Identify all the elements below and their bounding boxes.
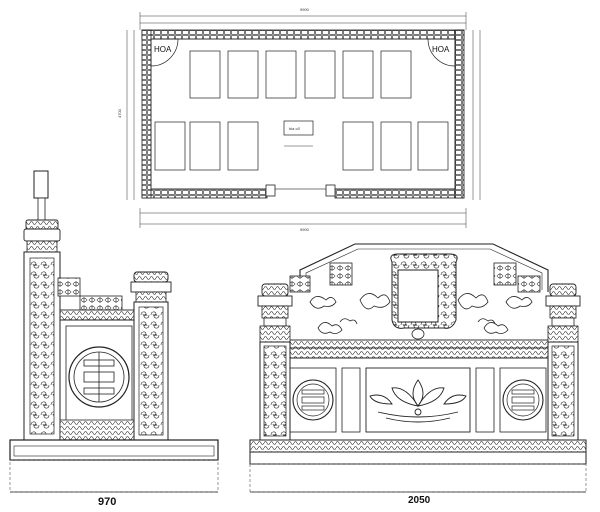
front-pillar-left (257, 283, 293, 441)
corner-label-right: HOA (432, 45, 450, 54)
central-stele (283, 120, 314, 136)
corner-planter-right (427, 38, 456, 67)
side-base (9, 439, 219, 461)
lotus-motif (369, 379, 467, 423)
grave-slots-top (189, 50, 412, 99)
front-width-label: 2050 (408, 495, 431, 506)
overall-depth-label: 4700 (117, 108, 122, 118)
corner-planter-left (150, 38, 179, 67)
side-dimensions (126, 30, 481, 200)
side-elevation: 970 (9, 170, 219, 508)
shou-medallion-side (68, 346, 130, 408)
top-dimension (139, 12, 467, 30)
pillar-top-cap (33, 170, 49, 199)
central-stele-label: bia cổ (289, 126, 300, 131)
grave-slots-bottom (154, 121, 449, 171)
front-elevation: 2050 (249, 243, 587, 506)
central-tablet (397, 269, 439, 323)
overall-width-label: 9900 (300, 7, 310, 12)
overall-width-label-bottom: 9900 (300, 227, 310, 232)
side-width-label: 970 (98, 496, 116, 508)
front-base (249, 451, 587, 465)
plan-wall (141, 29, 465, 199)
bottom-dimension (139, 208, 467, 228)
plan-view: 9900 9900 4700 (117, 7, 481, 232)
shou-medallion-left (292, 379, 334, 421)
front-panel (285, 357, 551, 441)
corner-label-left: HOA (154, 45, 172, 54)
front-pillar-right (545, 283, 581, 441)
shou-medallion-right (502, 379, 544, 421)
cloud-motifs (309, 293, 533, 334)
